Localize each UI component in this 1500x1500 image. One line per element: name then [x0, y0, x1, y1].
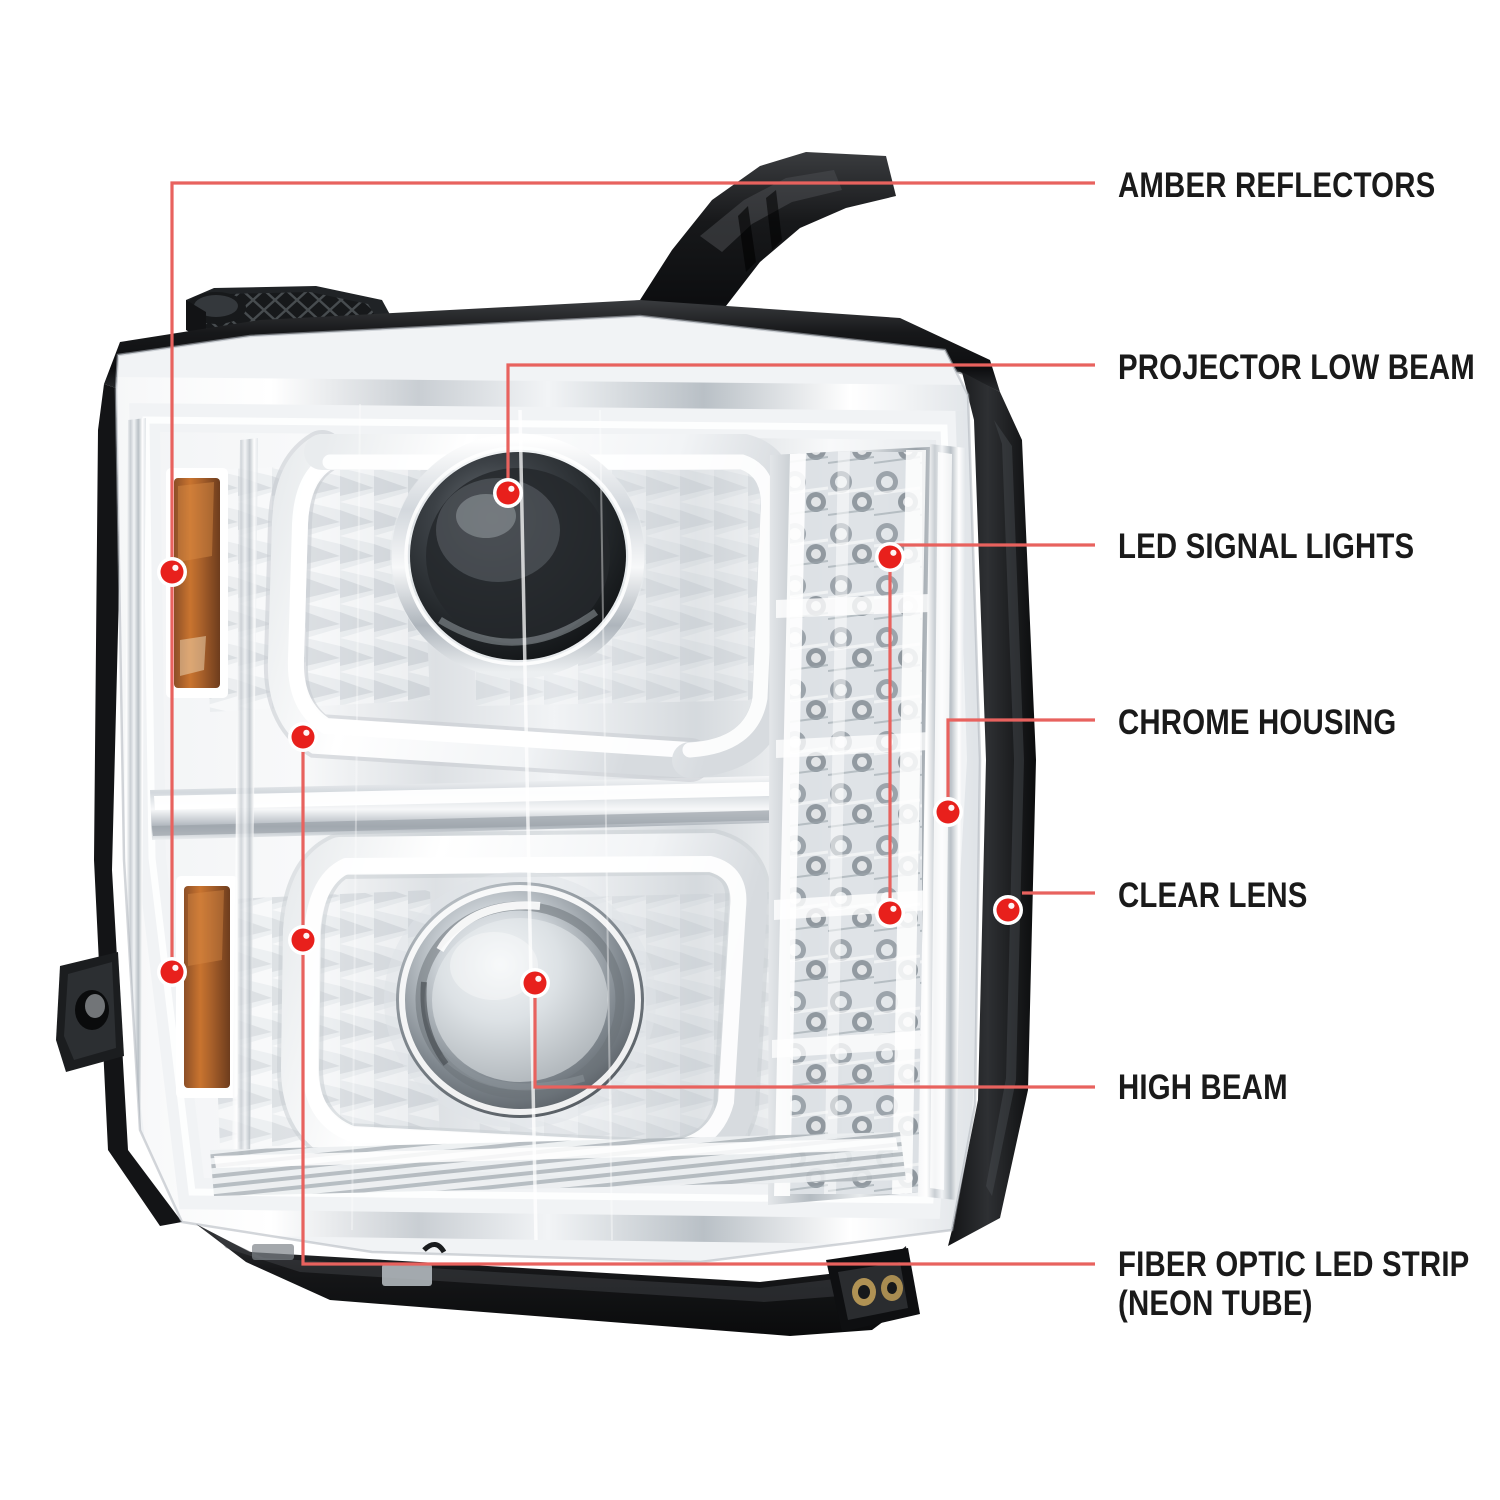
mount-tab-left — [56, 952, 124, 1072]
callout-label-high-beam: HIGH BEAM — [1118, 1068, 1288, 1107]
callout-label-fiber-optic-led-strip-line2: (NEON TUBE) — [1118, 1284, 1313, 1324]
bottom-trim — [196, 1224, 920, 1336]
callout-label-clear-lens: CLEAR LENS — [1118, 876, 1308, 915]
callout-label-chrome-housing: CHROME HOUSING — [1118, 703, 1397, 742]
callout-label-projector-low-beam: PROJECTOR LOW BEAM — [1118, 348, 1475, 387]
callout-label-fiber-optic-led-strip: FIBER OPTIC LED STRIP(NEON TUBE) — [1118, 1245, 1470, 1324]
wiring-connector — [826, 1248, 920, 1332]
callout-label-led-signal-lights: LED SIGNAL LIGHTS — [1118, 527, 1415, 566]
callout-label-amber-reflectors: AMBER REFLECTORS — [1118, 166, 1436, 205]
